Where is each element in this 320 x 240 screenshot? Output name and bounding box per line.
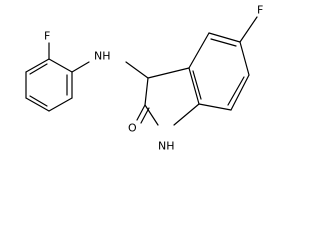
- bond: [48, 58, 73, 73]
- bond: [239, 41, 250, 76]
- bond: [173, 103, 200, 126]
- bond: [188, 32, 210, 69]
- bond: [125, 61, 149, 79]
- bond: [144, 104, 159, 126]
- bond: [144, 77, 149, 106]
- ring-nh-label: NH: [158, 140, 175, 153]
- carbonyl-oxygen-label: O: [128, 122, 137, 135]
- carbonyl-bond: [136, 104, 146, 121]
- fluorine-label-right: F: [257, 4, 263, 17]
- double-bond-inner: [192, 70, 202, 100]
- benzo-ring: [188, 16, 258, 111]
- lactam-ring: [136, 67, 200, 126]
- bond: [230, 74, 250, 111]
- bond: [25, 97, 50, 112]
- bond: [147, 67, 190, 79]
- structure-diagram: F NH F O NH: [25, 4, 263, 153]
- fluorine-label-left: F: [44, 30, 50, 43]
- bond: [71, 61, 90, 73]
- carbonyl-bond: [140, 107, 150, 124]
- bond: [239, 16, 258, 43]
- double-bond-inner: [227, 76, 245, 106]
- amine-nh-label: NH: [94, 50, 111, 63]
- fluorophenyl-ring: [25, 42, 90, 112]
- bond: [188, 67, 200, 105]
- double-bond-inner: [29, 63, 48, 75]
- bond: [48, 97, 73, 112]
- bond: [25, 58, 50, 73]
- bond: [198, 103, 232, 111]
- double-bond-inner: [29, 95, 48, 107]
- double-bond-inner: [210, 38, 237, 47]
- bond: [208, 32, 241, 43]
